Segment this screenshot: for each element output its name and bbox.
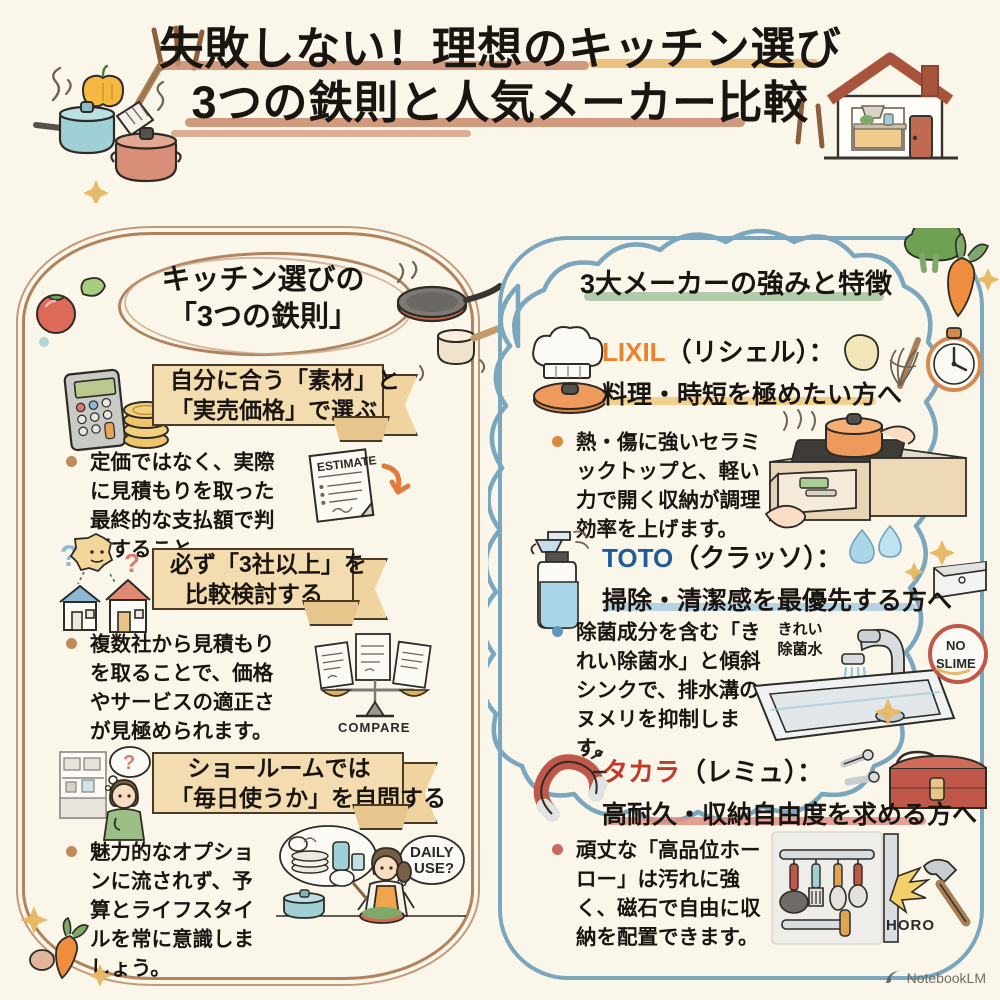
ribbon-fold: [352, 804, 410, 830]
rule-1-banner-line-1: 自分に合う「素材」と: [170, 366, 400, 393]
lixil-bullet: 熱・傷に強いセラミックトップと、軽い力で開く収納が調理効率を上げます。: [552, 428, 770, 544]
toto-bullet: 除菌成分を含む「きれい除菌水」と傾斜シンクで、排水溝のヌメリを抑制します。: [552, 618, 762, 764]
rule-2-bullet-text: 複数社から見積もりを取ることで、価格やサービスの適正さが見極められます。: [90, 633, 275, 744]
left-heading-line-1: キッチン選びの: [161, 264, 365, 296]
rule-2-banner-line-2: 比較検討する: [185, 581, 323, 607]
sparkle-icon: [83, 180, 109, 203]
lixil-bullet-text: 熱・傷に強いセラミックトップと、軽い力で開く収納が調理効率を上げます。: [576, 431, 761, 542]
title-line-2: 3つの鉄則と人気メーカー比較: [171, 77, 809, 137]
ribbon-fold: [302, 600, 360, 626]
right-section-heading: 3大メーカーの強みと特徴: [560, 262, 912, 301]
bullet-dot: [552, 436, 563, 447]
lixil-heading: LIXIL（リシェル）： 料理・時短を極めたい方へ: [602, 332, 902, 411]
title-underline-1: [158, 61, 589, 71]
toto-tagline: 掃除・清潔感を最優先する方へ: [602, 587, 953, 615]
page-title: 失敗しない！理想のキッチン選び 3つの鉄則と人気メーカー比較: [0, 23, 1000, 137]
toto-bullet-text: 除菌成分を含む「きれい除菌水」と傾斜シンクで、排水溝のヌメリを抑制します。: [576, 621, 761, 761]
caption-line-2: 除菌水: [777, 640, 823, 658]
left-section-heading: キッチン選びの 「3つの鉄則」: [116, 248, 416, 360]
takara-heading: タカラ（レミュ）： 高耐久・収納自由度を求める方へ: [602, 752, 977, 831]
takara-alias: （レミュ）：: [680, 757, 824, 787]
title-text-1: 失敗しない！理想のキッチン選び: [158, 23, 842, 74]
title-text-2: 3つの鉄則と人気メーカー比較: [191, 77, 809, 129]
left-panel-frame: [22, 232, 474, 980]
bullet-dot: [66, 846, 77, 857]
title-line-1: 失敗しない！理想のキッチン選び: [158, 23, 842, 74]
rule-2-banner-line-1: 必ず「3社以上」を: [170, 550, 367, 577]
rule-3-bullet-text: 魅力的なオプションに流されず、予算とライフスタイルを常に意識しましょう。: [90, 841, 254, 981]
red-pot-icon: [110, 127, 182, 183]
lixil-tagline: 料理・時短を極めたい方へ: [602, 381, 903, 409]
ribbon-fold: [332, 416, 390, 442]
rule-3-banner: ショールームでは 「毎日使うか」を自問する: [152, 752, 446, 830]
caption-line-1: きれい: [777, 621, 823, 638]
takara-bullet-text: 頑丈な「高品位ホーロー」は汚れに強く、磁石で自由に収納を配置できます。: [576, 839, 761, 950]
bullet-dot: [66, 456, 77, 467]
rule-3-bullet: 魅力的なオプションに流されず、予算とライフスタイルを常に意識しましょう。: [66, 838, 272, 984]
lixil-alias: （リシェル）：: [665, 337, 835, 367]
potato-icon: [29, 949, 55, 971]
rule-3-banner-line-1: ショールームでは: [187, 754, 371, 781]
kirei-jokinsui-caption: きれい 除菌水: [760, 620, 840, 659]
bullet-dot: [66, 638, 77, 649]
rule-2-bullet: 複数社から見積もりを取ることで、価格やサービスの適正さが見極められます。: [66, 630, 288, 746]
rule-1-banner: 自分に合う「素材」と 「実売価格」で選ぶ: [152, 364, 418, 442]
bullet-dot: [552, 844, 563, 855]
lixil-name: LIXIL: [602, 337, 666, 367]
toto-heading: TOTO（クラッソ）： 掃除・清潔感を最優先する方へ: [602, 538, 952, 617]
title-underline-2: [588, 59, 819, 69]
right-heading-text: 3大メーカーの強みと特徴: [579, 269, 892, 299]
toto-alias: （クラッソ）：: [673, 543, 843, 573]
rule-2-banner: 必ず「3社以上」を 比較検討する: [152, 548, 388, 626]
takara-name: タカラ: [602, 757, 681, 787]
takara-bullet: 頑丈な「高品位ホーロー」は汚れに強く、磁石で自由に収納を配置できます。: [552, 836, 764, 952]
title-underline-4: [171, 129, 472, 137]
left-heading-line-2: 「3つの鉄則」: [167, 301, 359, 334]
watermark: NotebookLM: [884, 969, 986, 986]
watermark-label: NotebookLM: [906, 969, 986, 986]
takara-tagline: 高耐久・収納自由度を求める方へ: [602, 801, 978, 829]
title-underline-3: [185, 117, 746, 127]
rule-1-bullet-text: 定価ではなく、実際に見積もりを取った最終的な支払額で判断すること。: [90, 451, 275, 562]
bullet-dot: [552, 626, 563, 637]
notebooklm-logo-icon: [885, 971, 898, 983]
rule-1-bullet: 定価ではなく、実際に見積もりを取った最終的な支払額で判断すること。: [66, 448, 282, 564]
toto-name: TOTO: [602, 543, 674, 573]
